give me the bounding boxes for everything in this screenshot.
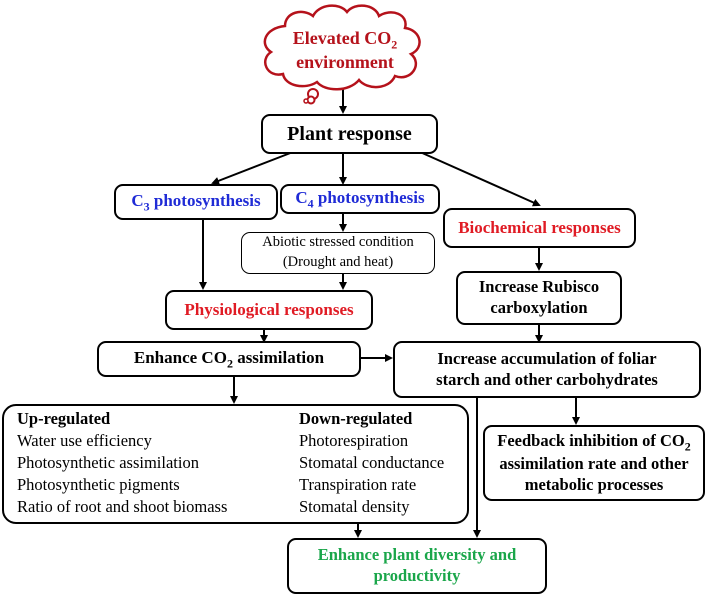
down-regulated-item: Stomatal conductance (299, 453, 445, 472)
down-regulated-item: Transpiration rate (299, 475, 417, 494)
physiological-responses-box: Physiological responses (165, 290, 373, 330)
up-regulated-item: Photosynthetic assimilation (17, 453, 199, 472)
elevated-co2-label: Elevated CO2 environment (292, 28, 398, 72)
down-regulated-item: Stomatal density (299, 497, 410, 516)
plant-response-box: Plant response (261, 114, 438, 154)
c3-photosynthesis-box: C3 photosynthesis (114, 184, 278, 220)
cloud-shape (263, 4, 421, 105)
up-regulated-column: Up-regulated Water use efficiency Photos… (17, 408, 227, 518)
arrow-plant-to-biochemical (419, 151, 541, 207)
up-regulated-item: Photosynthetic pigments (17, 475, 180, 494)
up-regulated-item: Ratio of root and shoot biomass (17, 497, 228, 516)
c4-photosynthesis-box: C4 photosynthesis (280, 184, 440, 214)
enhance-co2-assimilation-box: Enhance CO2 assimilation (97, 341, 361, 377)
abiotic-stress-box: Abiotic stressed condition(Drought and h… (241, 232, 435, 274)
down-regulated-item: Photorespiration (299, 431, 409, 450)
arrow-plant-to-c3 (211, 151, 294, 185)
up-regulated-item: Water use efficiency (17, 431, 152, 450)
biochemical-responses-box: Biochemical responses (443, 208, 636, 248)
up-regulated-title: Up-regulated (17, 409, 111, 428)
down-regulated-title: Down-regulated (299, 409, 413, 428)
down-regulated-column: Down-regulated Photorespiration Stomatal… (299, 408, 444, 518)
regulation-box (2, 404, 469, 524)
